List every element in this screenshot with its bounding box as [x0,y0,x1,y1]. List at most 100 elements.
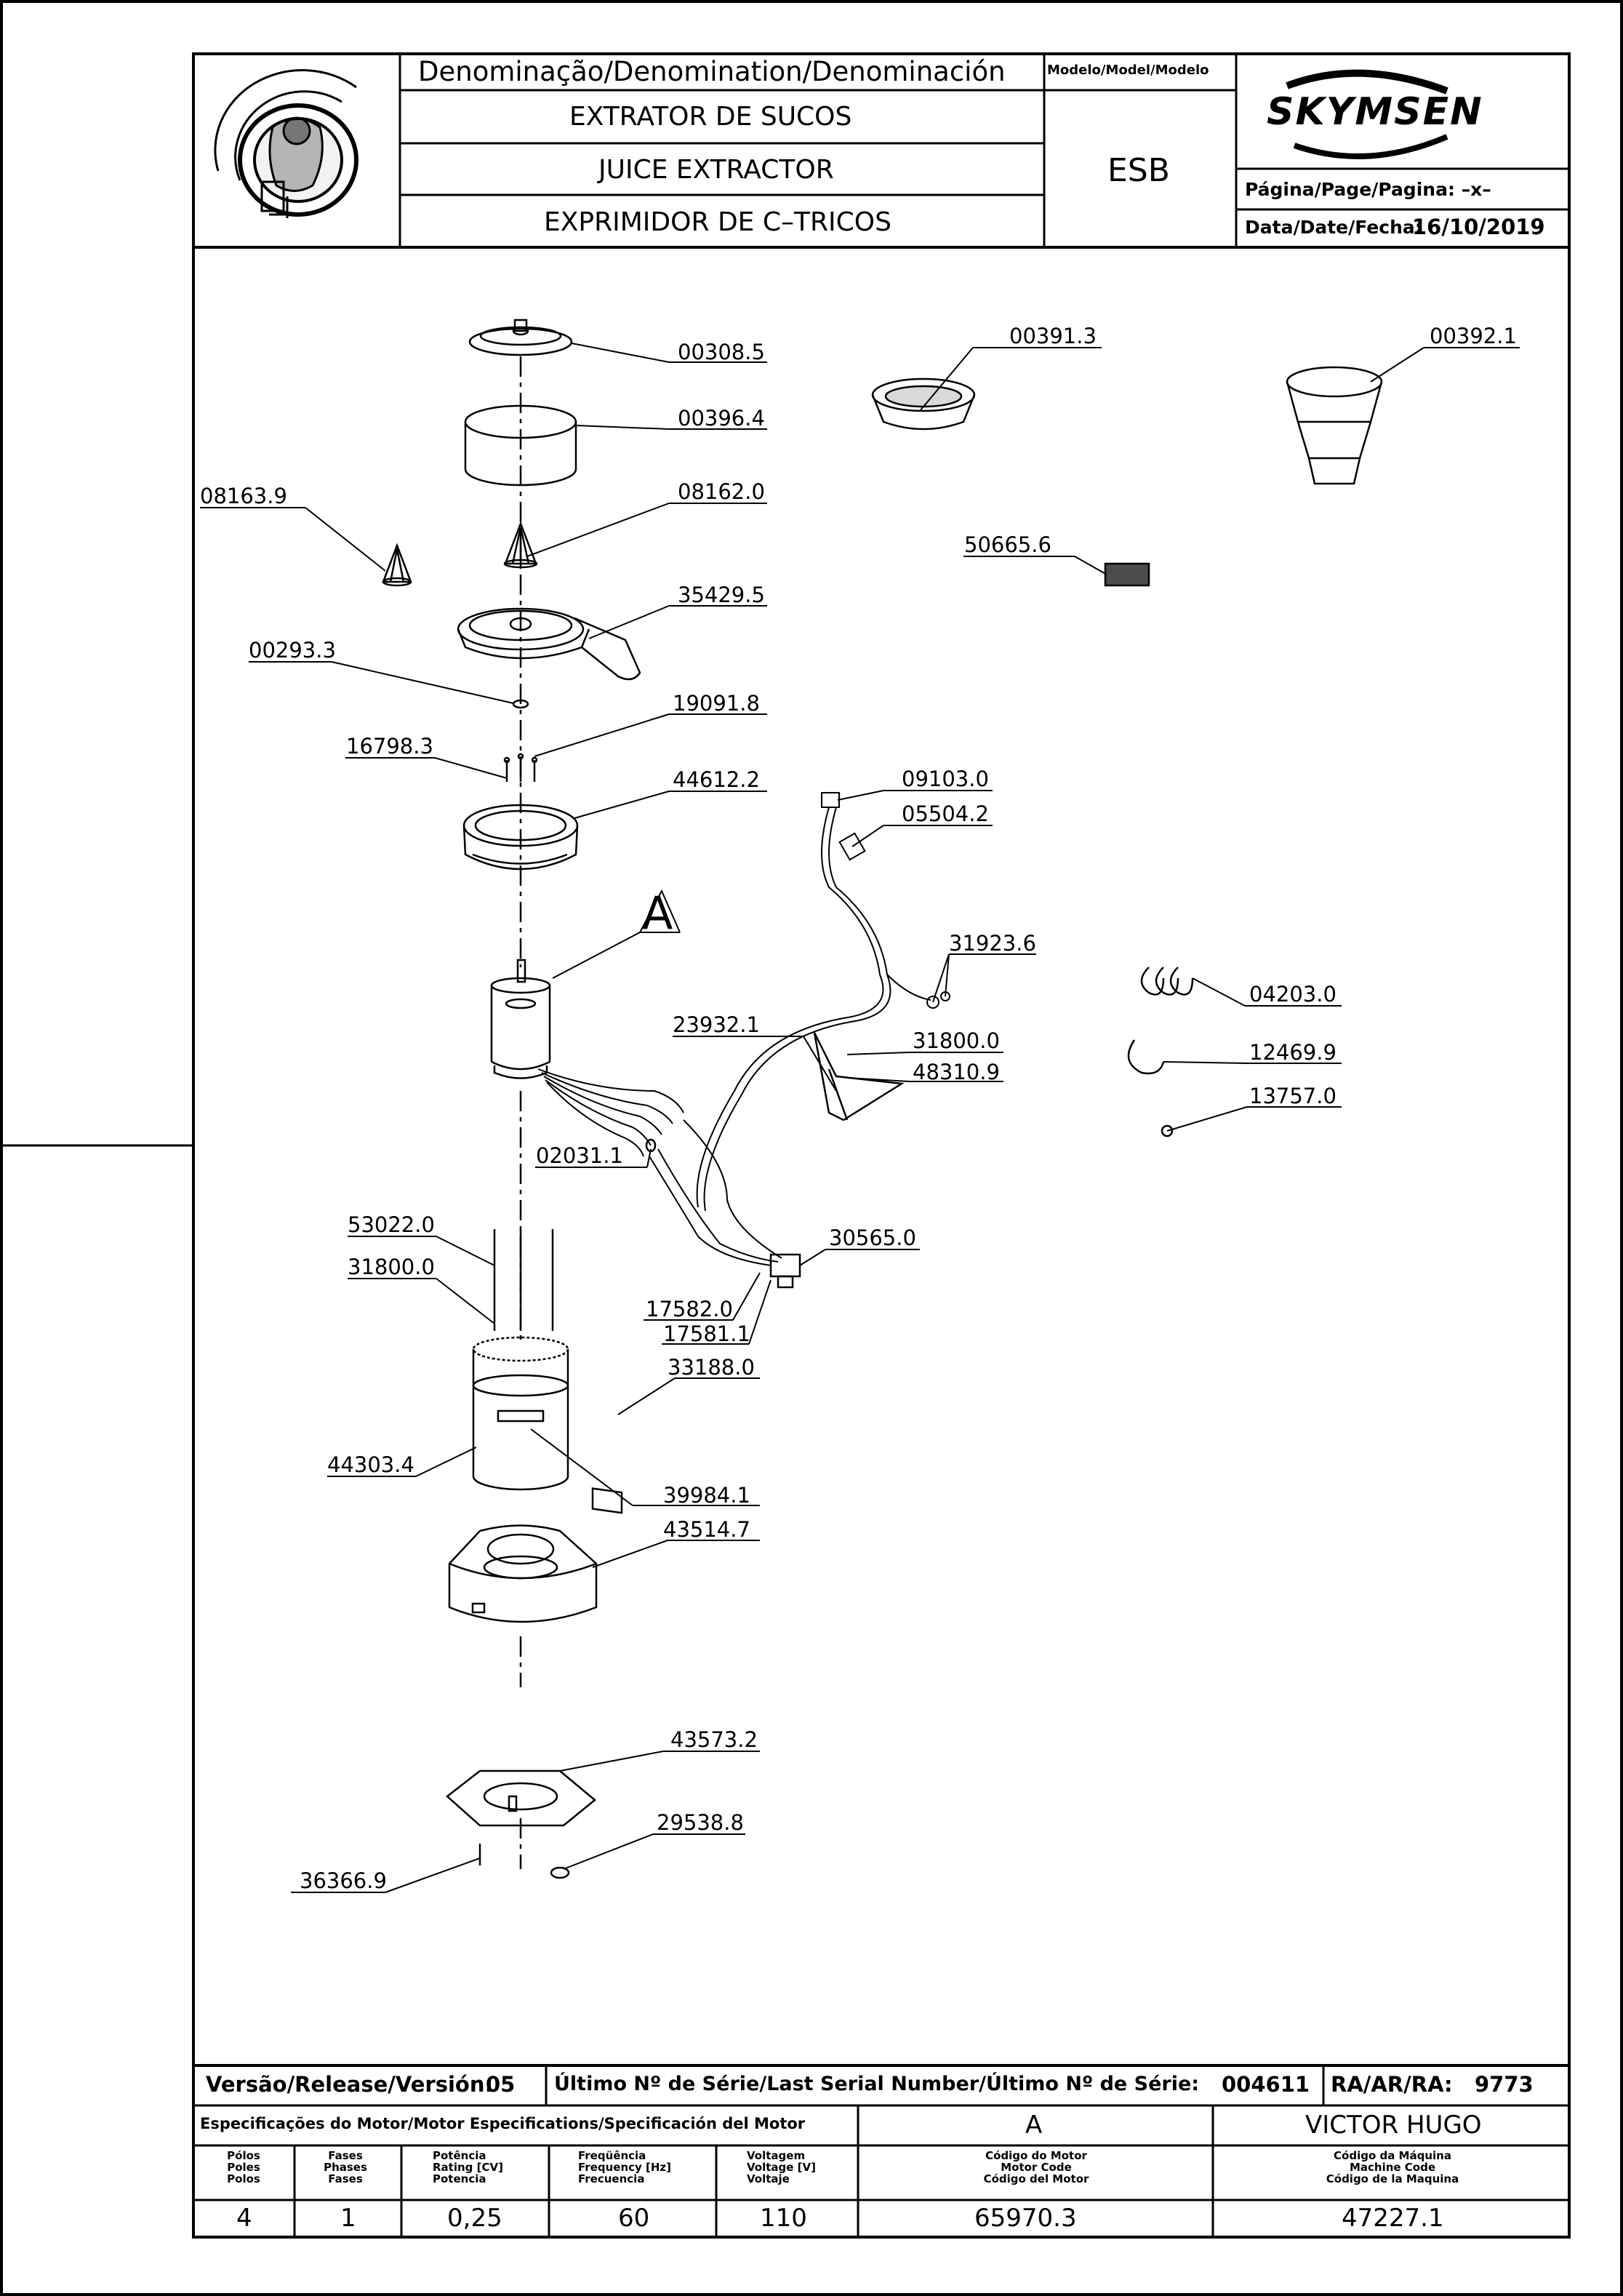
product-name-es: EXPRIMIDOR DE C–TRICOS [544,207,891,237]
power-cord [696,792,950,1212]
part-number: 44612.2 [673,767,760,792]
page-label: Página/Page/Pagina: –x– [1245,179,1491,200]
spec-voltage-value: 110 [760,2204,807,2233]
model-value: ESB [1107,152,1170,189]
drawing-frame [192,52,1571,2239]
ra-value: 9773 [1475,2072,1534,2097]
part-number: 04203.0 [1249,982,1337,1007]
machine-code-value: 47227.1 [1342,2204,1444,2233]
part-number: 48310.9 [913,1060,1000,1084]
part-number: 17581.1 [663,1321,750,1346]
part-number: 29538.8 [657,1810,744,1835]
part-lid [468,319,573,356]
part-number: 13757.0 [1249,1084,1337,1108]
version-value: 05 [486,2072,516,2097]
part-number: 00391.3 [1009,324,1097,348]
part-number: 08162.0 [678,479,765,504]
part-foot [550,1866,570,1879]
spec-poles-value: 4 [236,2204,252,2233]
part-number: 31923.6 [949,931,1036,956]
part-nut [1161,1124,1174,1137]
part-bowl-spout [457,607,641,681]
denomination-label: Denominação/Denomination/Denominación [418,56,1006,87]
motor-code-value: 65970.3 [974,2204,1077,2233]
part-number: 33188.0 [668,1355,755,1380]
part-number: 08163.9 [200,484,287,508]
assistance-seal-logo [214,69,358,218]
part-warning-label [1104,562,1150,587]
spec-phases-value: 1 [340,2204,356,2233]
product-name-pt: EXTRATOR DE SUCOS [569,102,852,132]
ra-label: RA/AR/RA: [1331,2072,1453,2097]
part-ring [464,404,577,487]
version-label: Versão/Release/Versión: [206,2072,494,2097]
skymsen-brand-logo [1286,69,1448,159]
part-number: 00392.1 [1430,324,1517,348]
part-label-sticker [591,1487,623,1514]
part-number: 00293.3 [249,638,336,663]
part-number: 50665.6 [964,532,1051,557]
leader-lines [200,343,1520,1893]
part-number: 23932.1 [673,1012,760,1037]
part-number: 16798.3 [346,734,433,759]
designer-name: VICTOR HUGO [1305,2111,1482,2140]
part-number: 31800.0 [348,1255,435,1279]
part-number: 44303.4 [327,1452,414,1477]
part-cup [1286,366,1383,485]
part-number: 19091.8 [673,691,760,716]
part-number: 09103.0 [902,767,989,791]
motor-letter: A [1025,2111,1043,2140]
part-number: 02031.1 [536,1143,623,1168]
part-springs [1140,967,1194,996]
footer-grid [193,2064,1569,2237]
model-label: Modelo/Model/Modelo [1047,63,1209,78]
serial-value: 004611 [1222,2072,1310,2097]
part-number: 30565.0 [829,1225,916,1250]
motor-spec-label: Especificações do Motor/Motor Especifica… [200,2115,806,2132]
part-number: A [642,887,673,940]
part-number: 00308.5 [678,340,765,364]
serial-label: Último Nº de Série/Last Serial Number/Úl… [554,2073,1200,2095]
part-cable-bracket [813,1032,905,1121]
part-number: 43573.2 [670,1727,758,1752]
part-rods [493,1229,554,1331]
part-cone-large [503,521,538,569]
part-clip [1127,1039,1165,1075]
part-housing-top [462,804,579,871]
part-number: 12469.9 [1249,1040,1337,1065]
date-value: 16/10/2019 [1412,215,1545,239]
part-washer [512,699,529,709]
part-number: 36366.9 [300,1868,387,1893]
part-number: 17582.0 [646,1297,733,1321]
part-number: 35429.5 [678,583,765,607]
part-base [448,1524,598,1623]
part-cone-small [382,543,412,587]
part-number: 00396.4 [678,406,765,431]
part-motor [490,959,551,1079]
part-housing-cylinder [472,1336,569,1491]
spec-frequency-value: 60 [618,2204,650,2233]
part-number: 43514.7 [663,1517,750,1542]
part-number: 53022.0 [348,1212,435,1237]
product-name-en: JUICE EXTRACTOR [598,155,834,185]
part-filter-screen [871,377,976,431]
part-number: 39984.1 [663,1483,750,1508]
date-label: Data/Date/Fecha: [1245,217,1422,238]
part-number: 05504.2 [902,801,989,826]
part-mount-plate [446,1769,596,1827]
part-number: 31800.0 [913,1028,1000,1053]
part-screws [503,753,538,782]
motor-wires [537,1068,782,1266]
spec-rating-value: 0,25 [447,2204,502,2233]
brand-name: SKYMSEN [1267,90,1483,134]
part-terminal-block [769,1253,801,1289]
